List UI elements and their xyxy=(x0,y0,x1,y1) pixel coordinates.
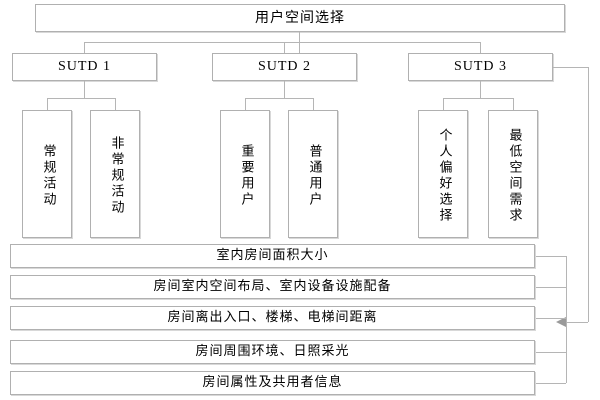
connector-root-down xyxy=(299,32,300,54)
feedback-path-right xyxy=(588,67,589,322)
attribute-row-room-properties[interactable]: 房间属性及共用者信息 xyxy=(10,371,535,395)
node-leaf-e-label: 个人偏好选择 xyxy=(436,128,452,224)
node-leaf-f-label: 最低空间需求 xyxy=(506,128,522,224)
connector-to-sutd-2 xyxy=(284,42,285,54)
connector-sutd-2-bus xyxy=(245,98,314,99)
node-leaf-a-label: 常规活动 xyxy=(40,144,56,208)
connector-sutd-3-bus xyxy=(443,98,513,99)
node-sutd-3-label: SUTD 3 xyxy=(453,58,508,74)
connector-level1-bus xyxy=(84,42,481,43)
attribute-row-distance-to-access[interactable]: 房间离出入口、楼梯、电梯间距离 xyxy=(10,306,535,330)
connector-to-leaf-f xyxy=(513,98,514,110)
node-personal-preference[interactable]: 个人偏好选择 xyxy=(418,110,468,238)
attribute-stub-3 xyxy=(535,352,566,353)
attribute-stub-1 xyxy=(535,287,566,288)
attribute-stub-2 xyxy=(535,318,566,319)
node-minimum-space-demand[interactable]: 最低空间需求 xyxy=(488,110,538,238)
node-sutd-2[interactable]: SUTD 2 xyxy=(212,53,357,81)
connector-to-leaf-e xyxy=(443,98,444,110)
node-leaf-b-label: 非常规活动 xyxy=(108,136,124,216)
feedback-path-into-bus xyxy=(566,322,588,323)
node-leaf-d-label: 普通用户 xyxy=(306,144,322,208)
connector-to-leaf-d xyxy=(313,98,314,110)
attribute-stub-0 xyxy=(535,256,566,257)
node-sutd-2-label: SUTD 2 xyxy=(257,58,312,74)
attribute-row-room-area[interactable]: 室内房间面积大小 xyxy=(10,244,535,268)
node-sutd-3[interactable]: SUTD 3 xyxy=(408,53,553,81)
connector-to-leaf-a xyxy=(47,98,48,110)
connector-sutd-1-bus xyxy=(47,98,116,99)
connector-to-sutd-1 xyxy=(84,42,85,54)
attribute-row-0-label: 室内房间面积大小 xyxy=(216,247,329,263)
node-irregular-activity[interactable]: 非常规活动 xyxy=(90,110,140,238)
root-node-user-space-selection[interactable]: 用户空间选择 xyxy=(35,4,565,32)
attribute-row-interior-layout[interactable]: 房间室内空间布局、室内设备设施配备 xyxy=(10,275,535,299)
attribute-row-3-label: 房间周围环境、日照采光 xyxy=(195,343,350,359)
attribute-row-4-label: 房间属性及共用者信息 xyxy=(202,374,343,390)
attribute-bus-spine xyxy=(566,256,567,383)
attribute-row-1-label: 房间室内空间布局、室内设备设施配备 xyxy=(153,278,392,294)
attribute-stub-4 xyxy=(535,383,566,384)
node-sutd-1-label: SUTD 1 xyxy=(57,58,112,74)
node-regular-activity[interactable]: 常规活动 xyxy=(22,110,72,238)
node-ordinary-user[interactable]: 普通用户 xyxy=(288,110,338,238)
node-leaf-c-label: 重要用户 xyxy=(238,144,254,208)
connector-to-sutd-3 xyxy=(480,42,481,54)
connector-to-leaf-b xyxy=(115,98,116,110)
root-node-label: 用户空间选择 xyxy=(255,9,345,26)
connector-to-leaf-c xyxy=(245,98,246,110)
feedback-path-top xyxy=(553,67,588,68)
node-important-user[interactable]: 重要用户 xyxy=(220,110,270,238)
connector-sutd-1-down xyxy=(84,81,85,98)
feedback-arrowhead-icon xyxy=(556,317,566,327)
attribute-row-2-label: 房间离出入口、楼梯、电梯间距离 xyxy=(167,309,378,325)
connector-sutd-3-down xyxy=(480,81,481,98)
connector-sutd-2-down xyxy=(284,81,285,98)
attribute-row-surroundings-daylight[interactable]: 房间周围环境、日照采光 xyxy=(10,340,535,364)
node-sutd-1[interactable]: SUTD 1 xyxy=(12,53,157,81)
